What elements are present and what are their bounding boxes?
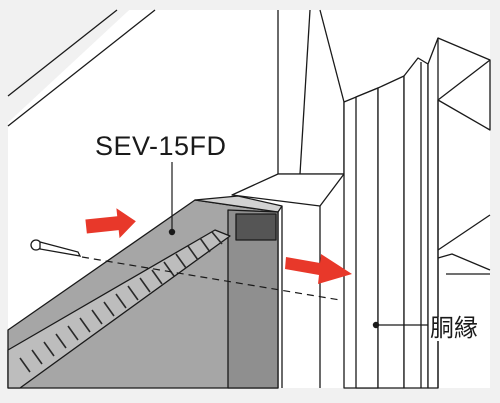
roof-line bbox=[7, 9, 156, 127]
stud-far bbox=[403, 57, 429, 389]
vent-top-face bbox=[194, 195, 283, 213]
vent-unit bbox=[7, 195, 283, 389]
stud-back bbox=[427, 37, 491, 389]
insert-arrow bbox=[85, 208, 136, 239]
vent-end-face bbox=[227, 209, 279, 389]
vent-grille-panel bbox=[7, 229, 231, 389]
vent-opening bbox=[235, 213, 277, 241]
roof-line bbox=[7, 9, 118, 97]
slide-arrow bbox=[285, 254, 352, 284]
post-edge bbox=[299, 9, 311, 175]
screw bbox=[30, 239, 82, 257]
vent-grille bbox=[19, 231, 223, 373]
screw-axis-line bbox=[81, 256, 341, 301]
product-label: SEV-15FD bbox=[95, 131, 227, 161]
stud-side bbox=[377, 75, 405, 389]
product-leader-dot bbox=[168, 228, 176, 236]
structure-lines bbox=[7, 9, 491, 389]
post-edge bbox=[319, 9, 345, 103]
member-leader-dot bbox=[372, 321, 380, 329]
furring-strip-label: 胴縁 bbox=[429, 315, 479, 342]
